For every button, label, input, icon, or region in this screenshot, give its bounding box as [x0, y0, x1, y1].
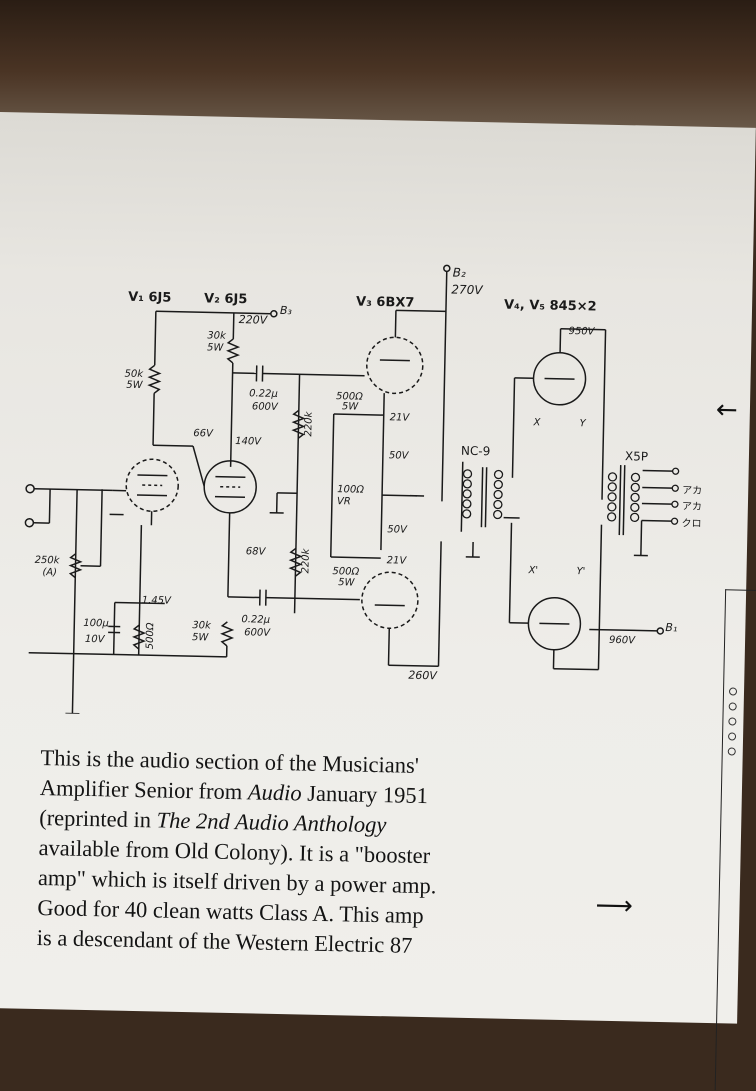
c-100-label: 100μ [83, 618, 109, 630]
r-500-top-watts: 5W [342, 401, 360, 412]
r-50k-label: 50k [124, 369, 144, 380]
c-top-value: 0.22μ [249, 388, 278, 400]
tube-v2-label: V₂ 6J5 [204, 291, 248, 307]
v3-bottom-cathode-voltage: 21V [387, 555, 408, 566]
b2-voltage: 270V [451, 282, 483, 297]
v1-cathode-voltage: 1.45V [142, 595, 172, 607]
amplifier-schematic: V₁ 6J5 V₂ 6J5 V₃ 6BX7 V₄, V₅ 845×2 B₂ 27… [0, 112, 720, 727]
v3-top-bias-voltage: 50V [389, 450, 410, 461]
arrow-right-icon: ⟶ [595, 891, 633, 922]
pot-250k-label: 250k [35, 555, 61, 567]
b1-voltage: 960V [609, 635, 636, 647]
output-tap-1: アカ [682, 484, 702, 496]
r-30k-top-label: 30k [207, 330, 227, 341]
adjacent-schematic-box [715, 589, 756, 1091]
c-bottom-value: 0.22μ [241, 614, 270, 626]
r-30k-bottom-watts: 5W [192, 632, 210, 643]
tube-v1-label: V₁ 6J5 [128, 290, 172, 306]
filament-x2-label: X' [527, 565, 538, 576]
tube-v3-label: V₃ 6BX7 [356, 295, 415, 311]
r-50k-watts: 5W [126, 380, 144, 391]
book-page: V₁ 6J5 V₂ 6J5 V₃ 6BX7 V₄, V₅ 845×2 B₂ 27… [0, 112, 756, 1024]
r-220k-bottom-label: 220k [300, 547, 312, 573]
pot-taper-label: (A) [42, 567, 57, 578]
r-500-bottom-watts: 5W [338, 577, 356, 588]
output-tap-3: クロ [681, 517, 701, 529]
output-tap-2: アカ [682, 500, 702, 512]
vr-label: VR [337, 496, 351, 507]
b1-label: B₁ [665, 621, 677, 634]
r-500-cathode-label: 500Ω [145, 622, 157, 649]
r-100-label: 100Ω [337, 484, 364, 496]
filament-y-label: Y [579, 418, 586, 429]
c-bottom-voltage: 600V [244, 627, 271, 639]
c-top-voltage: 600V [252, 401, 279, 413]
r-500-bottom-label: 500Ω [332, 566, 359, 578]
v3-bottom-bias-voltage: 50V [387, 524, 408, 535]
v2-plate-voltage: 140V [235, 436, 262, 448]
desk-background [0, 0, 756, 130]
filament-y2-label: Y' [576, 566, 585, 577]
r-30k-top-watts: 5W [207, 342, 225, 353]
v2-cathode-voltage: 68V [246, 546, 267, 557]
filament-x-label: X [532, 417, 541, 428]
r-30k-bottom-label: 30k [192, 620, 212, 631]
b3-voltage: 220V [239, 313, 269, 327]
v3-top-cathode-voltage: 21V [390, 412, 411, 423]
arrow-left-icon: ← [716, 395, 738, 425]
top-supply-voltage: 950V [568, 326, 595, 338]
v1-plate-voltage: 66V [193, 428, 214, 439]
b3-label: B₃ [280, 304, 293, 317]
c-100-voltage: 10V [85, 634, 106, 645]
caption-text: This is the audio section of the Musicia… [36, 743, 570, 964]
bottom-supply-voltage: 260V [408, 669, 438, 683]
tube-v4-v5-label: V₄, V₅ 845×2 [504, 298, 597, 315]
x5p-label: X5P [625, 449, 648, 463]
r-220k-top-label: 220k [303, 410, 315, 436]
b2-label: B₂ [453, 266, 467, 280]
nc9-label: NC-9 [461, 444, 491, 459]
